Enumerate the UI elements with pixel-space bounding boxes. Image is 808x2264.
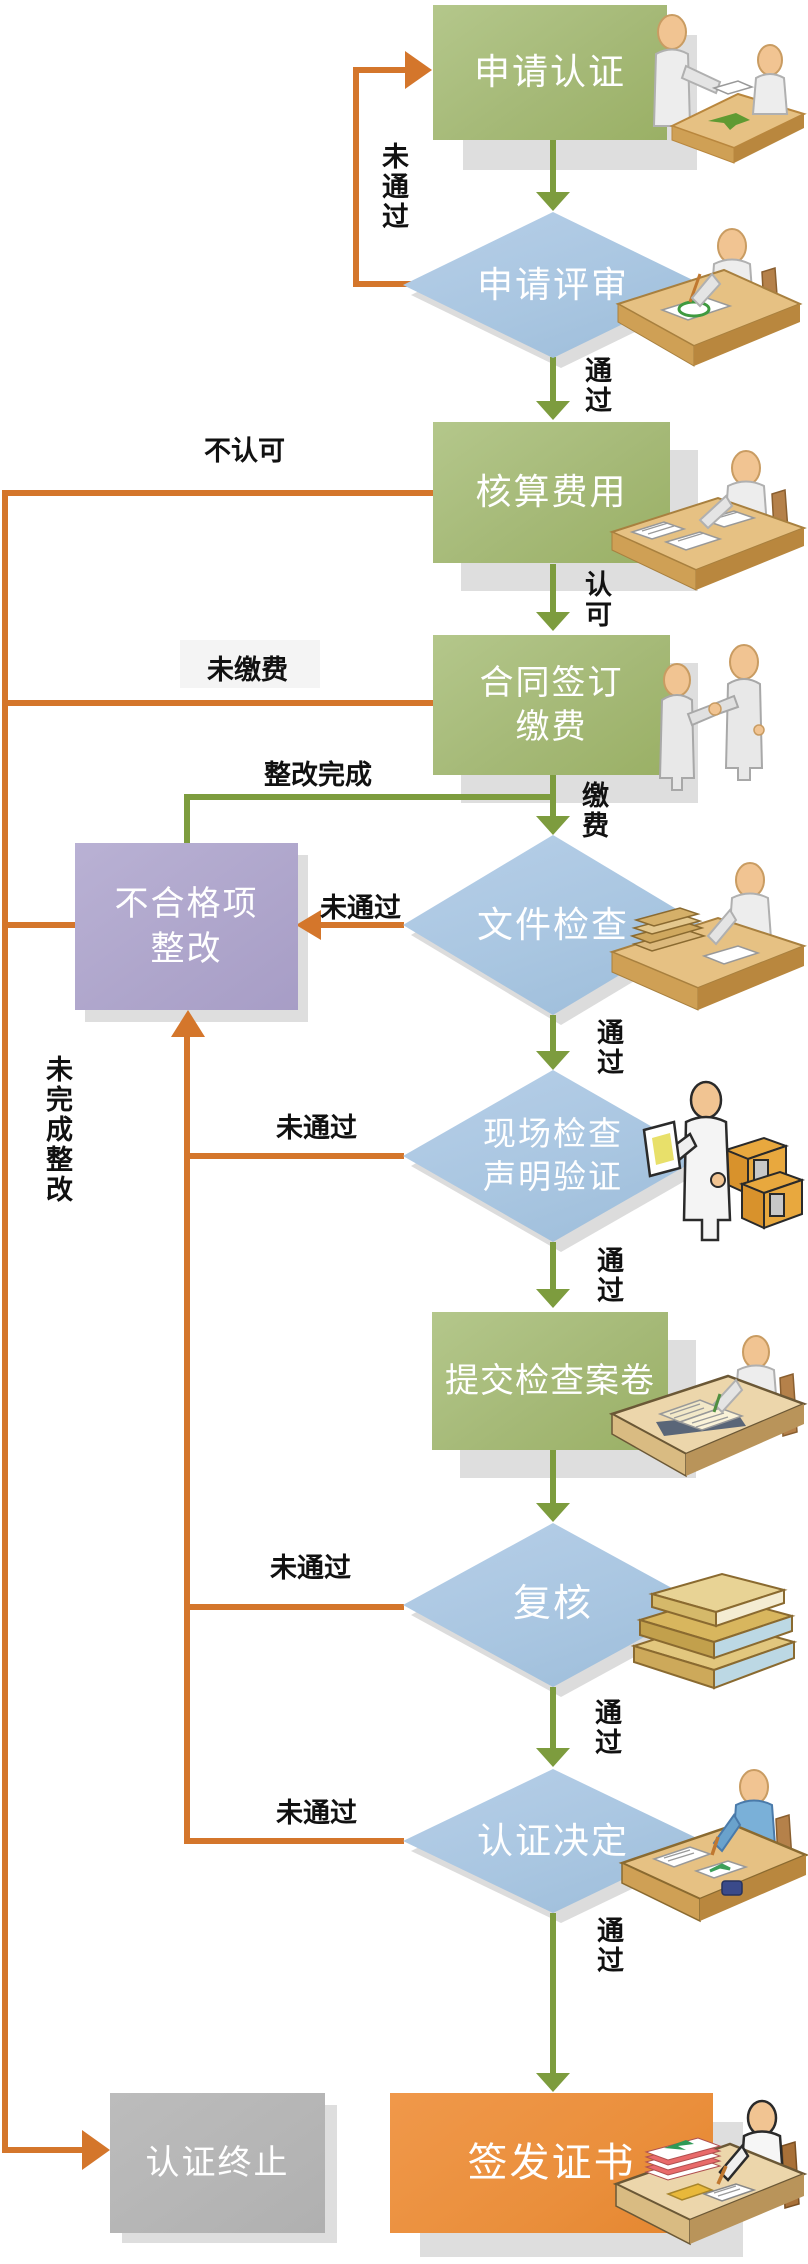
connector-decision-fail (184, 1838, 404, 1844)
connector-recheck-pass (550, 1687, 556, 1750)
connector-onsite-pass (550, 1242, 556, 1291)
connector-rectify-done (187, 794, 553, 800)
label-background (180, 640, 320, 688)
connector-review-fail (353, 67, 359, 287)
edge-label-recheck-fail: 未通过 (270, 1553, 351, 1583)
person-documents-desk-icon (609, 450, 807, 591)
connector-recheck-fail (184, 1604, 404, 1610)
node-contract: 合同签订 缴费 (433, 635, 670, 775)
arrowhead (536, 612, 570, 631)
edge-label-decision-pass: 通过 (593, 1916, 623, 1976)
person-clipboard-boxes-icon (642, 1080, 806, 1242)
person-writing-desk-icon (615, 228, 803, 367)
connector-doccheck-pass (550, 1015, 556, 1053)
person-books-desk-icon (609, 862, 807, 1011)
connector-apply-review (550, 140, 556, 194)
edge-label-rectify-incomplete: 未完成整改 (42, 1055, 72, 1205)
edge-label-decision-fail: 未通过 (276, 1798, 357, 1828)
connector-dossier-recheck (550, 1450, 556, 1505)
book-stack-icon (630, 1572, 798, 1690)
connector-fee-reject (2, 490, 437, 496)
arrowhead (536, 816, 570, 835)
connector-decision-pass (550, 1913, 556, 2075)
person-stamp-desk-icon (618, 1769, 808, 1923)
connector-rectify-incomplete (2, 922, 77, 928)
connector-fail-trunk (184, 1028, 190, 1844)
connector-review-fail (353, 281, 427, 287)
node-issue: 签发证书 (390, 2093, 713, 2233)
connector-doccheck-fail (320, 922, 404, 928)
handover-desk-icon (652, 14, 807, 164)
arrowhead (536, 2073, 570, 2092)
connector-contract-unpaid (2, 700, 433, 706)
edge-label-doccheck-fail: 未通过 (320, 893, 401, 923)
connector-review-pass (550, 357, 556, 403)
arrowhead (536, 401, 570, 420)
edge-label-review-pass: 通过 (581, 356, 611, 416)
node-terminate: 认证终止 (110, 2093, 325, 2233)
edge-label-onsite-fail: 未通过 (276, 1113, 357, 1143)
edge-label-fee-accept: 认可 (581, 570, 611, 630)
connector-fee-accept (550, 564, 556, 614)
arrowhead (171, 1010, 205, 1037)
connector-contract-paid (550, 775, 556, 818)
arrowhead (296, 910, 321, 940)
node-rectify: 不合格项 整改 (75, 843, 298, 1010)
connector-terminate-trunk (2, 490, 8, 2153)
arrowhead (536, 1748, 570, 1767)
arrowhead (405, 51, 432, 89)
edge-label-recheck-pass: 通过 (591, 1698, 621, 1758)
edge-label-contract-paid: 缴费 (578, 781, 608, 841)
edge-label-fee-reject: 不认可 (204, 436, 285, 466)
arrowhead (536, 192, 570, 211)
connector-review-fail (359, 67, 407, 73)
connector-rectify-done (184, 794, 190, 843)
connector-terminate (2, 2147, 84, 2153)
person-certificates-desk-icon (612, 2099, 808, 2246)
arrowhead (536, 1289, 570, 1308)
arrowhead (82, 2130, 110, 2170)
arrowhead (536, 1503, 570, 1522)
edge-label-onsite-pass: 通过 (593, 1246, 623, 1306)
handshake-icon (658, 644, 765, 791)
node-apply: 申请认证 (433, 5, 667, 140)
arrowhead (536, 1051, 570, 1070)
connector-onsite-fail (184, 1153, 404, 1159)
edge-label-doccheck-pass: 通过 (593, 1018, 623, 1078)
edge-label-rectify-done: 整改完成 (264, 760, 372, 790)
edge-label-contract-unpaid: 未缴费 (207, 655, 288, 685)
person-ledger-desk-icon (608, 1335, 808, 1478)
edge-label-review-fail: 未通过 (378, 142, 408, 232)
